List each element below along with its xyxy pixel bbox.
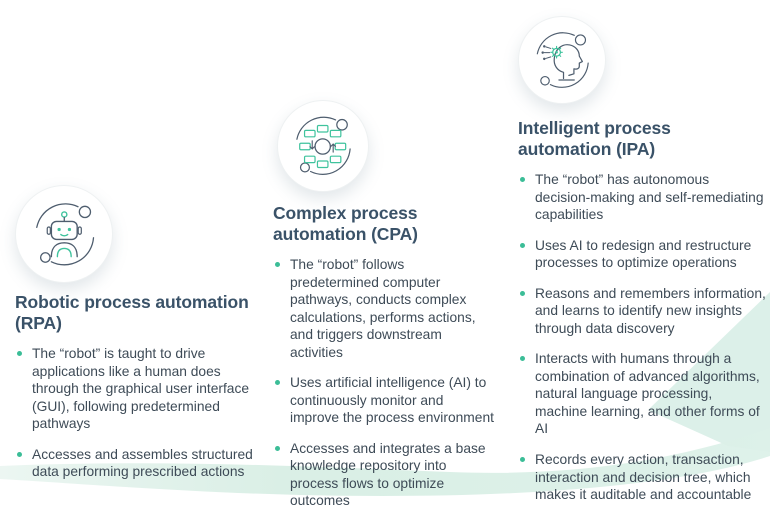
swoosh-band-shape xyxy=(0,428,770,497)
ipa-bullet-list: The “robot” has autonomous decision-maki… xyxy=(518,171,766,503)
bullet-text: The “robot” is taught to drive applicati… xyxy=(32,346,250,432)
bullet-item: Interacts with humans through a combinat… xyxy=(518,350,766,438)
bullet-item: The “robot” has autonomous decision-maki… xyxy=(518,171,766,224)
ipa-heading: Intelligent process automation (IPA) xyxy=(518,118,671,159)
bullet-dot xyxy=(520,456,525,462)
cpa-heading: Complex process automation (CPA) xyxy=(273,203,418,244)
bullet-text: Reasons and remembers information, and l… xyxy=(535,285,766,336)
bullet-dot xyxy=(17,351,22,357)
cpa-bullet-list: The “robot” follows predetermined comput… xyxy=(273,256,494,510)
bullet-text: Records every action, transaction, inter… xyxy=(535,451,752,503)
rpa-bullet-list: The “robot” is taught to drive applicati… xyxy=(15,345,259,481)
bullet-item: Accesses and integrates a base knowledge… xyxy=(273,440,494,510)
intelligent-head-icon xyxy=(536,32,589,88)
rpa-icon-circle xyxy=(15,185,113,283)
process-flow-icon xyxy=(296,116,352,176)
bullet-text: Interacts with humans through a combinat… xyxy=(535,351,760,437)
bullet-item: The “robot” follows predetermined comput… xyxy=(273,256,494,361)
bullet-dot xyxy=(17,451,22,457)
bullet-item: The “robot” is taught to drive applicati… xyxy=(15,345,259,433)
column-cpa: Complex process automation (CPA) The “ro… xyxy=(273,100,494,523)
cpa-icon-circle xyxy=(277,100,369,192)
column-ipa: Intelligent process automation (IPA) The… xyxy=(518,16,766,517)
bullet-dot xyxy=(275,380,280,386)
bullet-dot xyxy=(520,290,525,296)
ipa-icon-circle xyxy=(518,16,606,104)
bullet-item: Records every action, transaction, inter… xyxy=(518,451,766,504)
bullet-dot xyxy=(520,356,525,362)
robot-icon xyxy=(35,202,94,266)
bullet-text: Uses artificial intelligence (AI) to con… xyxy=(290,375,494,426)
bullet-text: The “robot” has autonomous decision-maki… xyxy=(535,172,764,223)
bullet-text: Uses AI to redesign and restructure proc… xyxy=(535,237,752,271)
bullet-item: Accesses and assembles structured data p… xyxy=(15,446,259,481)
bullet-dot xyxy=(275,262,280,268)
bullet-dot xyxy=(520,177,525,183)
bullet-item: Reasons and remembers information, and l… xyxy=(518,285,766,338)
column-rpa: Robotic process automation (RPA) The “ro… xyxy=(15,185,259,494)
bullet-item: Uses AI to redesign and restructure proc… xyxy=(518,237,766,272)
bullet-text: The “robot” follows predetermined comput… xyxy=(290,257,476,360)
arrow-head-shape xyxy=(648,292,770,452)
bullet-dot xyxy=(275,445,280,451)
bullet-text: Accesses and integrates a base knowledge… xyxy=(290,440,486,509)
bullet-text: Accesses and assembles structured data p… xyxy=(32,446,253,480)
bullet-dot xyxy=(520,242,525,248)
bullet-item: Uses artificial intelligence (AI) to con… xyxy=(273,374,494,427)
background-swoosh xyxy=(0,292,770,497)
rpa-heading: Robotic process automation (RPA) xyxy=(15,292,249,333)
